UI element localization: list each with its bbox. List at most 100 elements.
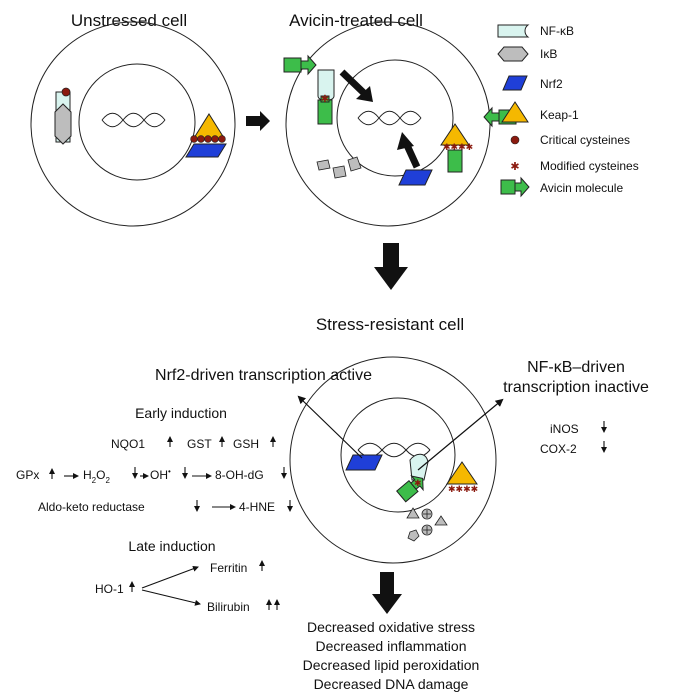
keap1-shape [446, 461, 478, 485]
critical-cysteine-dot [61, 87, 71, 97]
legend-label: NF-κB [540, 24, 574, 38]
legend-label: Keap-1 [540, 108, 579, 122]
keap1-nrf2-complex [185, 113, 227, 158]
translocation-arrow-head [356, 86, 373, 102]
nfkb-icon [497, 24, 530, 38]
avicin-treated-cell-title: Avicin-treated cell [289, 11, 423, 30]
legend: NF-κB IκB Nrf2 Keap-1 Critical cysteines… [497, 24, 639, 198]
legend-label: Avicin molecule [540, 181, 623, 195]
outcome-arrow-head [372, 594, 402, 614]
nrf2-shape [345, 454, 383, 471]
late-induction-label: Late induction [128, 538, 215, 554]
legend-item-ikb: IκB [497, 46, 557, 62]
pathway-arrows [64, 473, 236, 606]
avicin-icon [500, 179, 516, 195]
nfkb-avicin-complex: ✱ [317, 69, 335, 125]
outcomes-list: Decreased oxidative stress Decreased inf… [303, 619, 480, 692]
ikb-shape [54, 103, 72, 145]
legend-label: IκB [540, 47, 557, 61]
gsh-label: GSH [233, 437, 259, 451]
legend-item-nfkb: NF-κB [497, 24, 574, 38]
unstressed-cell-title: Unstressed cell [71, 11, 187, 30]
keap1-avicin-complex: ✱✱✱✱ [440, 123, 473, 173]
avicin-bound-shape [447, 149, 463, 173]
inos-label: iNOS [550, 422, 579, 436]
outcome-item: Decreased oxidative stress [307, 619, 475, 635]
ikb-icon [497, 46, 529, 62]
critical-cysteine-dot [197, 135, 205, 143]
pathway-arrow [141, 589, 201, 606]
nfkb-output-arrow [417, 398, 504, 471]
legend-label: Nrf2 [540, 77, 563, 91]
stress-resistant-cell-title: Stress-resistant cell [316, 315, 464, 334]
keap1-icon [501, 101, 529, 123]
modified-cysteine-mark: ✱✱✱✱ [448, 484, 478, 494]
outcome-item: Decreased DNA damage [314, 676, 469, 692]
aldo-keto-reductase-label: Aldo-keto reductase [38, 500, 145, 514]
translocation-arrow-shaft [339, 69, 369, 98]
critical-cysteine-dot [211, 135, 219, 143]
modified-cysteine-mark: ✱ [321, 94, 329, 105]
nrf2-icon [502, 75, 528, 91]
nrf2-panel-heading: Nrf2-driven transcription active [155, 367, 372, 384]
nrf2-shape [185, 143, 227, 158]
legend-label: Modified cysteines [540, 159, 639, 173]
critical-cysteine-dot [190, 135, 198, 143]
critical-cysteine-dot [204, 135, 212, 143]
outcome-item: Decreased inflammation [316, 638, 467, 654]
degraded-ikb-fragments [406, 507, 448, 542]
legend-item-modified-cysteines: ✱ Modified cysteines [510, 159, 638, 173]
legend-item-avicin: Avicin molecule [500, 176, 623, 198]
outcome-item: Decreased lipid peroxidation [303, 657, 480, 673]
nrf2-output-arrow [297, 395, 363, 459]
nfkb-shape [409, 453, 429, 481]
keap1-shape [193, 113, 225, 139]
unstressed-cell-membrane [30, 21, 236, 227]
legend-item-critical-cysteines: Critical cysteines [510, 133, 630, 147]
unstressed-nucleus [78, 63, 196, 181]
treated-dna-icon [357, 110, 422, 126]
keap1-modified-complex: ✱✱✱✱ [446, 461, 478, 494]
bilirubin-label: Bilirubin [207, 600, 250, 614]
unstressed-cell [30, 21, 236, 227]
legend-label: Critical cysteines [540, 133, 630, 147]
nfkb-ikb-complex [54, 87, 72, 145]
resistant-cell-membrane [289, 356, 497, 564]
degraded-ikb-fragments [316, 156, 362, 179]
down-arrow-shaft [383, 243, 399, 267]
nrf2-shape [398, 169, 433, 186]
pathway-arrow [141, 565, 199, 589]
down-arrow-head [374, 267, 408, 290]
avicin-molecule [283, 54, 317, 76]
early-induction-label: Early induction [135, 405, 227, 421]
avicin-treated-cell: ✱ ✱✱✱✱ [283, 21, 517, 227]
treated-cell-membrane [285, 21, 491, 227]
modified-cysteine-mark: ✱✱✱✱ [443, 142, 473, 152]
keap1-shape [440, 123, 470, 146]
ho1-label: HO-1 [95, 582, 124, 596]
oh-radical-label: OH• [150, 467, 171, 482]
nrf2-panel: Nrf2-driven transcription active Early i… [16, 367, 372, 614]
transition-arrow-right [246, 111, 270, 131]
resistant-nucleus [340, 397, 456, 513]
legend-item-nrf2: Nrf2 [502, 75, 563, 91]
treated-nucleus [336, 59, 454, 177]
unstressed-dna-icon [101, 112, 166, 128]
outcome-arrow-shaft [380, 572, 394, 594]
regulation-arrows [49, 436, 293, 610]
critical-cysteine-dot [218, 135, 226, 143]
legend-item-keap1: Keap-1 [501, 101, 579, 123]
gst-label: GST [187, 437, 212, 451]
ohdg-label: 8-OH-dG [215, 468, 264, 482]
nfkb-panel-heading-line1: NF-κB–driven [527, 359, 625, 376]
stress-resistant-cell: ✱ ✱✱✱✱ [289, 356, 504, 564]
modified-cysteine-mark: ✱ [414, 478, 422, 488]
critical-cysteine-icon [510, 135, 520, 145]
nrf2-translocation-head [397, 132, 414, 150]
modified-cysteine-icon: ✱ [510, 161, 519, 173]
h2o2-label: H2O2 [83, 468, 110, 485]
nfkb-avicin-complex: ✱ [396, 453, 429, 503]
cox2-label: COX-2 [540, 442, 577, 456]
